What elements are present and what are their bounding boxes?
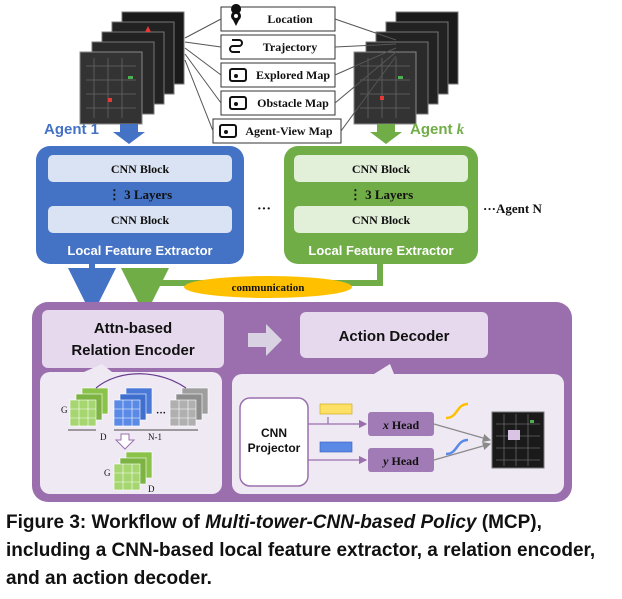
cnn-block-top-label: CNN Block	[111, 162, 170, 176]
yellow-feature-bar	[319, 403, 353, 415]
agentk-down-arrow	[370, 124, 402, 144]
agentN-label: ···Agent N	[483, 201, 542, 216]
obs-obstacle-box: Obstacle Map	[220, 90, 336, 116]
obs-location-label: Location	[267, 12, 313, 26]
obs-explored-box: Explored Map	[220, 62, 336, 88]
obs-trajectory-label: Trajectory	[263, 40, 317, 54]
obs-obstacle-label: Obstacle Map	[257, 96, 329, 110]
communication-label: communication	[232, 282, 305, 294]
trajectory-icon	[229, 39, 243, 53]
green-feature-cube	[69, 387, 109, 427]
map-icon	[229, 68, 247, 82]
agent1-down-arrow	[113, 124, 145, 144]
projector-line2: Projector	[248, 441, 301, 455]
map-icon	[219, 124, 237, 138]
observation-list: Location Trajectory Explored Map Obstacl…	[184, 4, 397, 144]
blue-feature-bar	[319, 441, 353, 453]
cube-dots: ···	[156, 408, 166, 419]
n1-label: N-1	[148, 432, 162, 442]
svg-text:CNN Block: CNN Block	[352, 213, 411, 227]
output-feature-cube	[113, 451, 153, 491]
d-label-top: D	[100, 432, 107, 442]
down-hollow-arrow	[114, 433, 136, 450]
extractor-agentk: CNN Block ⋮ 3 Layers CNN Block Local Fea…	[284, 146, 478, 264]
obs-trajectory-box: Trajectory	[220, 34, 336, 60]
encoder-to-decoder-arrow	[248, 324, 282, 356]
decoder-detail-panel: CNN Projector x Head y Head	[232, 364, 564, 494]
relation-encoder-line2: Relation Encoder	[71, 342, 195, 359]
map-icon	[229, 96, 247, 110]
agent1-label: Agent 1	[44, 121, 99, 138]
relation-encoder-line1: Attn-based	[94, 320, 172, 337]
d-label-bottom: D	[148, 484, 155, 494]
action-decoder-label: Action Decoder	[339, 328, 450, 345]
projector-line1: CNN	[261, 426, 287, 440]
svg-text:⋮ 3 Layers: ⋮ 3 Layers	[349, 187, 413, 202]
agentk-label: Agent k	[410, 121, 465, 138]
y-head-label: y Head	[381, 454, 419, 468]
agent1-map-stack	[79, 11, 185, 125]
x-sigmoid-curve	[445, 402, 469, 420]
g-label-bottom: G	[104, 468, 111, 478]
gray-feature-cube	[169, 387, 209, 427]
encoder-detail-panel: ··· G D N-1 G D	[40, 364, 222, 494]
figure-caption: Figure 3: Workflow of Multi-tower-CNN-ba…	[6, 512, 596, 589]
y-sigmoid-curve	[445, 438, 469, 456]
blue-feature-cube	[113, 387, 153, 427]
layers-label: ⋮ 3 Layers	[108, 187, 172, 202]
communication-ellipse	[184, 276, 352, 298]
obs-location-box: Location	[220, 4, 336, 32]
cnn-block-bottom-label: CNN Block	[111, 213, 170, 227]
agentk-map-stack	[353, 11, 459, 125]
output-map	[491, 411, 545, 469]
extractor-agent1: CNN Block ⋮ 3 Layers CNN Block Local Fea…	[36, 146, 244, 264]
svg-text:CNN Block: CNN Block	[352, 162, 411, 176]
extractor-title: Local Feature Extractor	[67, 243, 212, 258]
obs-agentview-box: Agent-View Map	[212, 118, 342, 144]
x-head-label: x Head	[382, 418, 420, 432]
obs-agentview-label: Agent-View Map	[245, 124, 333, 138]
svg-text:Local Feature Extractor: Local Feature Extractor	[308, 243, 453, 258]
obs-explored-label: Explored Map	[256, 68, 330, 82]
between-agents-ellipsis: ···	[257, 202, 271, 217]
mcp-diagram: Location Trajectory Explored Map Obstacl…	[32, 4, 572, 502]
g-label-top: G	[61, 405, 68, 415]
